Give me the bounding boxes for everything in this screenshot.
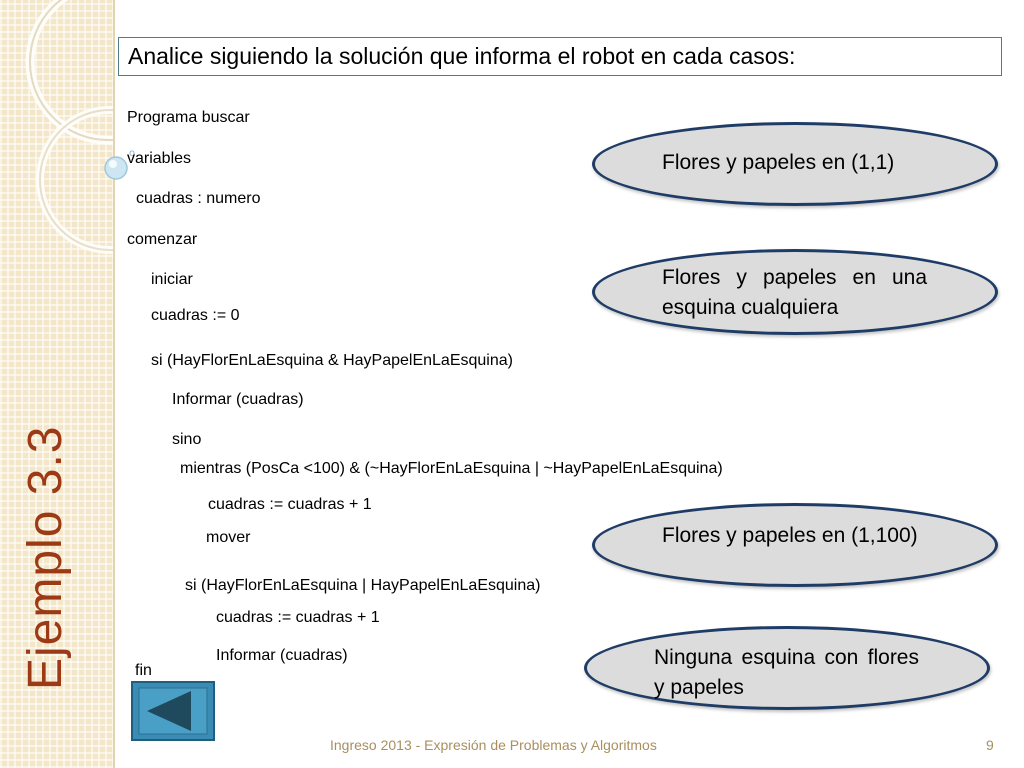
code-line: sino — [172, 431, 202, 448]
bullet-icon: o — [129, 148, 136, 159]
code-line: mientras (PosCa <100) & (~HayFlorEnLaEsq… — [180, 460, 723, 477]
code-line: iniciar — [151, 271, 193, 288]
slide-header: Analice siguiendo la solución que inform… — [118, 37, 1002, 76]
code-line: cuadras : numero — [136, 190, 261, 207]
back-button[interactable] — [131, 681, 215, 741]
code-line: cuadras := cuadras + 1 — [208, 496, 372, 513]
code-line: cuadras := 0 — [151, 307, 240, 324]
code-line: comenzar — [127, 231, 198, 248]
code-line: Informar (cuadras) — [216, 647, 348, 664]
strip-divider — [113, 0, 115, 768]
code-line: fin — [135, 662, 152, 679]
code-line: variables — [127, 150, 192, 167]
triangle-left-icon — [138, 687, 208, 735]
case-label-1: Flores y papeles en (1,1) — [662, 151, 895, 174]
case-oval-4 — [584, 626, 990, 710]
footer-text: Ingreso 2013 - Expresión de Problemas y … — [330, 737, 657, 753]
case-label-3: Flores y papeles en (1,100) — [662, 524, 918, 547]
slide-side-title: Ejemplo 3.3 — [19, 425, 72, 690]
code-line: mover — [206, 529, 251, 546]
case-label-4: Ninguna esquina con flores y papeles — [654, 646, 919, 699]
bubble-icon — [104, 156, 128, 180]
page-number: 9 — [986, 737, 994, 753]
case-label-2: Flores y papeles en una esquina cualquie… — [662, 266, 927, 319]
decorative-circles — [25, 0, 113, 254]
case-oval-3 — [592, 503, 998, 587]
code-line: cuadras := cuadras + 1 — [216, 609, 380, 626]
code-line: Informar (cuadras) — [172, 391, 304, 408]
code-line: si (HayFlorEnLaEsquina & HayPapelEnLaEsq… — [151, 352, 513, 369]
side-decoration: Ejemplo 3.3 — [0, 0, 113, 768]
case-oval-2 — [592, 249, 998, 335]
code-line: Programa buscar — [127, 109, 250, 126]
case-oval-1 — [592, 122, 998, 206]
code-line: si (HayFlorEnLaEsquina | HayPapelEnLaEsq… — [185, 577, 541, 594]
